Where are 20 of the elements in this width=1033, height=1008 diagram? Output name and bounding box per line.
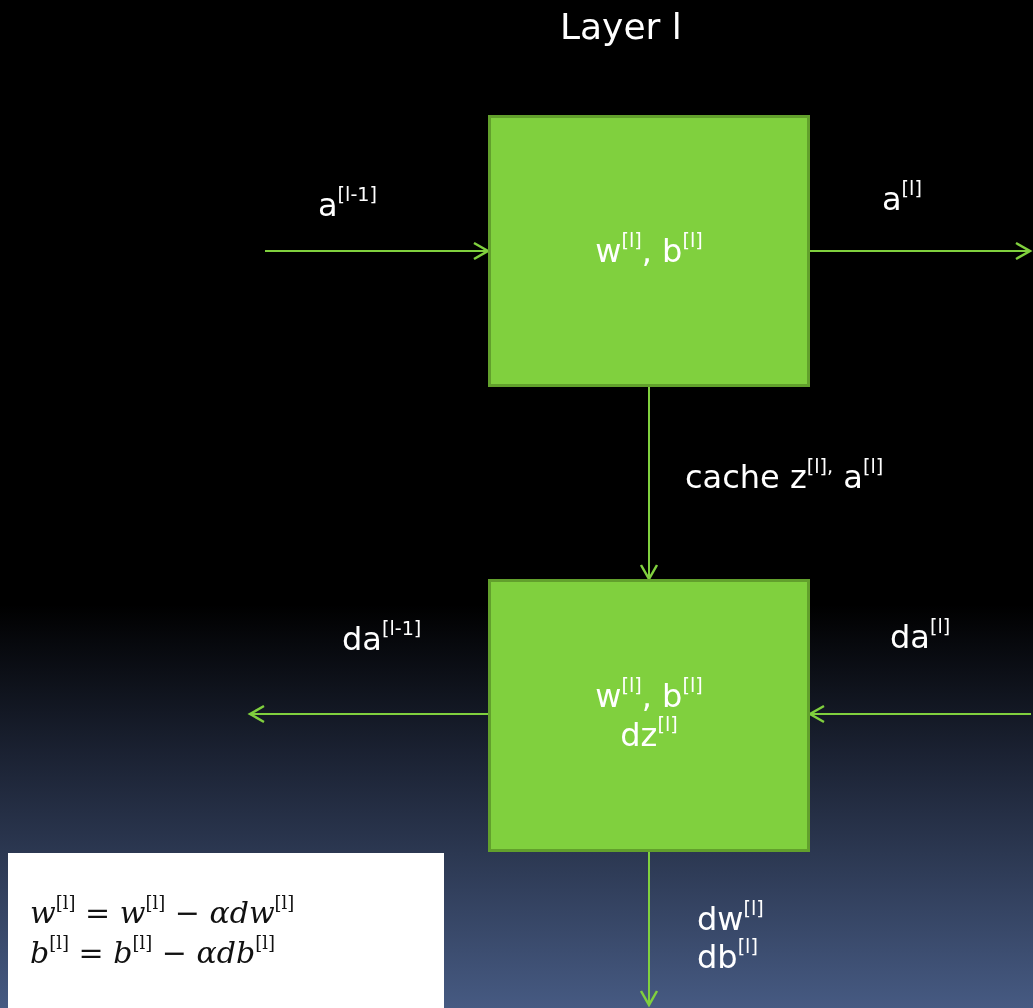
layer-box: [488, 579, 810, 852]
edge-label: a$^{[l]}$: [882, 180, 922, 219]
arrow: [808, 704, 1032, 724]
arrow: [264, 241, 490, 261]
arrow: [639, 386, 659, 581]
edge-label: a$^{[l-1]}$: [318, 186, 378, 225]
edge-label: da$^{[l]}$: [890, 618, 951, 657]
edge-label: dw$^{[l]}$ db$^{[l]}$: [697, 900, 765, 977]
arrow: [809, 241, 1032, 261]
arrow: [639, 851, 659, 1007]
edge-label: da$^{[l-1]}$: [342, 620, 422, 659]
update-equation: b$^{[l]}$ = b$^{[l]}$ − αdb$^{[l]}$: [30, 933, 275, 972]
layer-title: Layer l: [560, 6, 682, 47]
edge-label: cache z$^{[l],}$ a$^{[l]}$: [685, 458, 884, 497]
update-equation: w$^{[l]}$ = w$^{[l]}$ − αdw$^{[l]}$: [30, 892, 295, 932]
formula-box: [8, 853, 444, 1008]
parameter-text: w$^{[l]}$, b$^{[l]}$: [594, 231, 704, 271]
layer-box: [488, 115, 810, 387]
parameter-text: w$^{[l]}$, b$^{[l]}$ dz$^{[l]}$: [594, 677, 704, 754]
arrow: [248, 704, 489, 724]
